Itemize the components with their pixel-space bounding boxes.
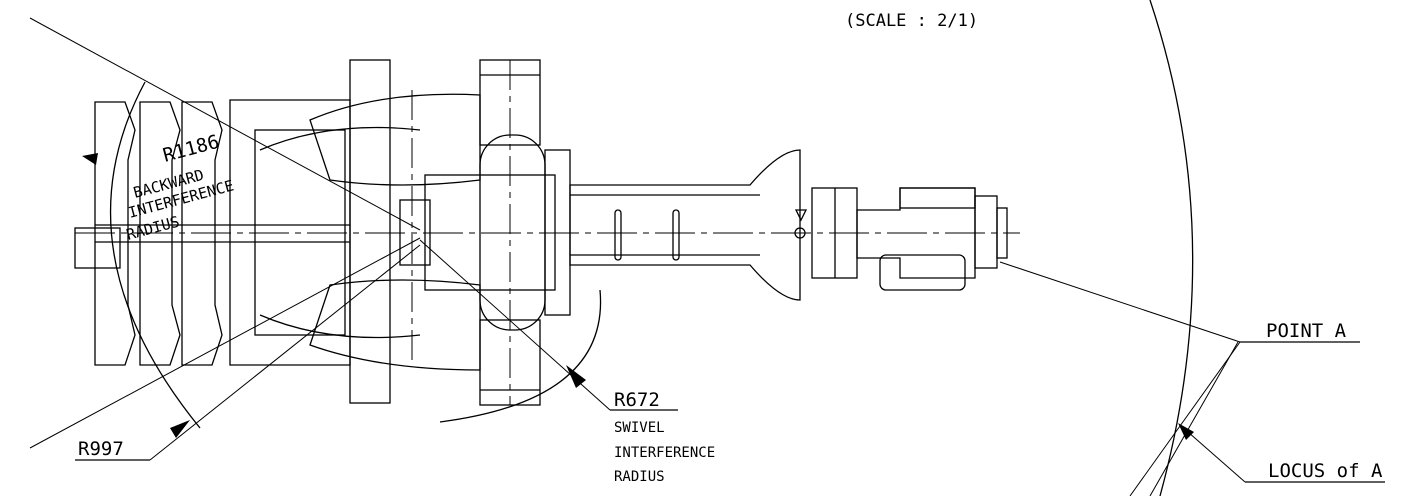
leader-point-a-to-locus — [1129, 341, 1241, 496]
upper-lobe-inner — [259, 126, 421, 151]
lower-lobe — [309, 279, 481, 371]
swivel-label-3: RADIUS — [614, 469, 665, 485]
base-block-inner — [254, 129, 346, 336]
swivel-label-2: INTERFERENCE — [614, 445, 715, 461]
leader-backward — [29, 17, 421, 231]
leader-r997 — [29, 237, 421, 449]
lower-lobe-inner — [259, 314, 421, 339]
locus-a-label: LOCUS of A — [1268, 460, 1383, 482]
leader-locus-2 — [1149, 341, 1239, 496]
backward-radius-arc — [109, 81, 201, 429]
point-a-label: POINT A — [1266, 320, 1347, 342]
backward-radius-value: R1186 — [161, 131, 222, 167]
locus-of-a-arc — [1149, 0, 1194, 496]
arrow-r672 — [566, 365, 586, 388]
tool-flange — [974, 195, 998, 269]
upper-lobe — [309, 93, 481, 186]
leader-point-a — [999, 261, 1241, 343]
front-radius-value: R997 — [78, 438, 124, 460]
counterweight-plates — [74, 99, 351, 366]
swivel-radius-value: R672 — [614, 389, 660, 411]
swivel-radius-arc — [439, 289, 602, 423]
leader-r997-2 — [149, 244, 421, 461]
central-hub — [424, 174, 556, 291]
arrow-r1186 — [82, 153, 98, 165]
swivel-gear-top — [479, 59, 541, 146]
scale-note: (SCALE : 2/1) — [845, 11, 978, 31]
arrow-locus — [1178, 423, 1194, 440]
swivel-label-1: SWIVEL — [614, 420, 665, 436]
swivel-gear-bottom — [479, 319, 541, 406]
forearm — [569, 149, 801, 301]
arrow-r997 — [170, 420, 190, 438]
base-block-left — [349, 59, 391, 404]
